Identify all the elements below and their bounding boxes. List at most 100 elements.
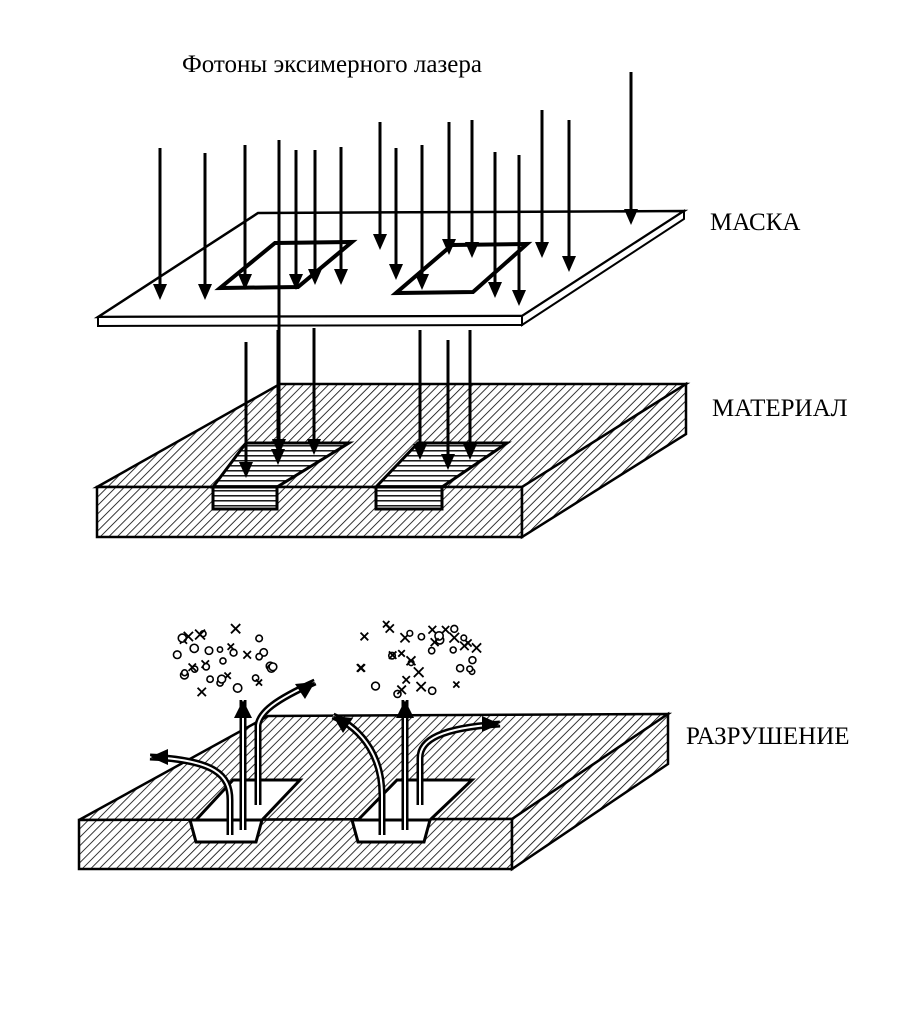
debris-particle [230,623,241,634]
down-arrow-icon [535,242,549,258]
debris-particle [229,648,238,657]
debris-particle [405,655,417,666]
debris-particle [232,682,243,693]
debris-particle [194,628,206,641]
debris-particle [204,646,214,656]
down-arrow-icon [289,274,303,290]
debris-particle [468,655,477,665]
debris-particle [427,646,436,655]
destruction-label: РАЗРУШЕНИЕ [686,723,850,750]
ejecta-arrow-core [149,756,231,835]
up-arrow-icon [150,749,168,765]
debris-particle [242,650,252,660]
down-arrow-icon [308,269,322,285]
down-arrow-icon [271,449,285,465]
down-arrow-icon [441,454,455,470]
material-cavity-right-front [374,485,444,511]
debris-particle [388,650,398,660]
debris-particle [268,662,278,672]
debris-particle [406,629,414,637]
down-arrow-icon [239,462,253,478]
debris-particle [206,675,215,684]
debris-particle [413,666,425,678]
mask-aperture-left [214,239,358,291]
debris-particle [455,663,465,673]
destruction-block [77,711,673,872]
down-arrow-icon [463,444,477,460]
debris-particle [459,640,470,651]
debris-particle [401,675,411,685]
down-arrow-icon [153,284,167,300]
debris-particle [382,620,391,629]
down-arrow-icon [465,242,479,258]
crater-right-front [350,818,432,844]
up-arrow-icon [396,700,414,718]
debris-particle [187,662,197,672]
debris-particle [370,681,381,691]
debris-particle [216,674,227,684]
down-arrow-icon [442,239,456,255]
debris-particle [450,624,459,634]
debris-particle [427,686,437,696]
down-arrow-icon [512,290,526,306]
debris-particle [471,642,482,654]
crater-left-front [188,818,264,844]
debris-particle [255,678,263,687]
debris-particle [430,637,440,647]
debris-particle [460,634,468,642]
down-arrow-icon [307,439,321,455]
debris-particle [172,650,182,660]
debris-particle [183,631,194,642]
destruction-front-face [77,817,514,871]
up-arrow-icon [234,700,252,718]
ejecta-arrow-core [419,723,501,805]
debris-particle [417,632,426,641]
debris-particle [356,663,366,673]
destruction-right-face [510,711,670,872]
down-arrow-icon [624,209,638,225]
material-label: МАТЕРИАЛ [712,395,848,422]
debris-particle [466,665,474,673]
ablation-debris [172,620,482,699]
mask-right-edge [521,209,685,327]
debris-particle [448,632,460,644]
down-arrow-icon [238,274,252,290]
debris-particle [415,681,427,692]
debris-particle [216,646,224,653]
mask-front-edge [97,314,523,328]
down-arrow-icon [488,282,502,298]
down-arrow-icon [198,284,212,300]
debris-particle [396,684,407,695]
material-cavity-left-front [211,485,279,511]
debris-particle [452,680,461,689]
ejecta-arrows [149,678,501,835]
debris-particle [202,662,211,671]
debris-particle [427,625,437,635]
debris-particle [180,669,189,677]
debris-particle [255,634,264,643]
debris-particle [397,649,406,658]
mask-label: МАСКА [710,209,801,236]
debris-particle [449,646,457,654]
down-arrow-icon [389,264,403,280]
debris-particle [434,630,445,641]
debris-particle [226,642,235,651]
debris-particle [196,687,207,697]
laser-photon-arrows [153,72,638,478]
debris-particle [441,625,450,634]
down-arrow-icon [415,274,429,290]
debris-particle [359,631,369,641]
debris-particle [189,643,200,654]
material-right-face [520,381,688,540]
up-arrow-icon [295,682,315,699]
down-arrow-icon [373,234,387,250]
down-arrow-icon [562,256,576,272]
debris-particle [219,657,227,665]
material-block [92,381,691,540]
material-front-face [95,485,524,539]
debris-particle [255,652,264,661]
up-arrow-icon [333,716,353,733]
down-arrow-icon [413,444,427,460]
